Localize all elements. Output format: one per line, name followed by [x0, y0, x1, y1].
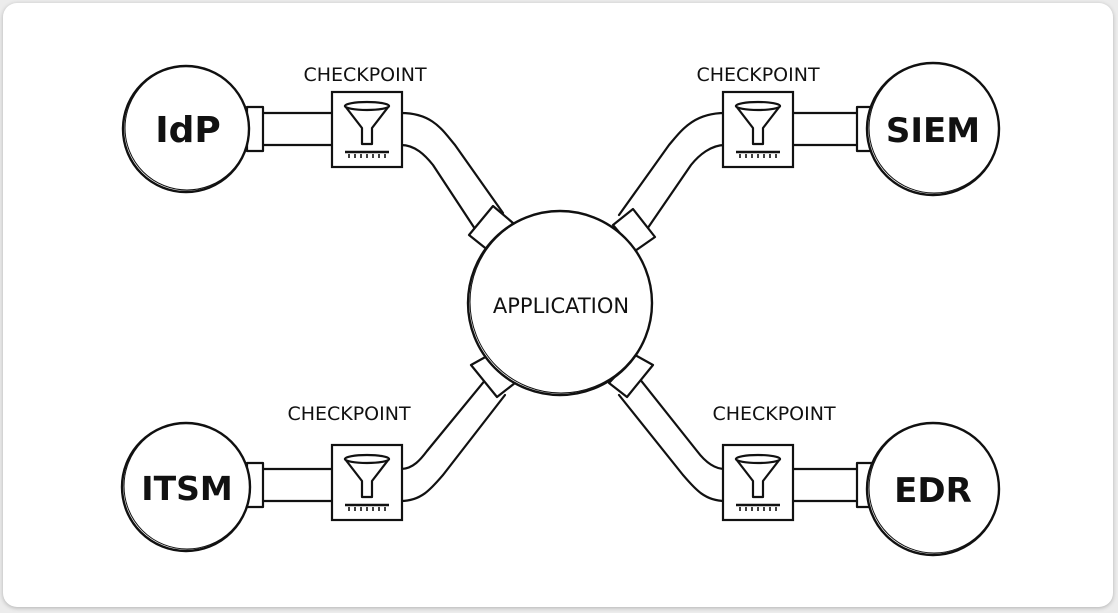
node-itsm: ITSM [120, 421, 252, 553]
architecture-diagram: IdP SIEM ITSM EDR APPLICATION CHECKPOINT… [120, 61, 1001, 557]
checkpoint-siem: CHECKPOINT [696, 64, 820, 169]
node-siem: SIEM [865, 61, 1001, 197]
node-idp-label: IdP [155, 110, 221, 151]
checkpoint-label: CHECKPOINT [303, 64, 427, 86]
diagram-card: IdP SIEM ITSM EDR APPLICATION CHECKPOINT… [3, 3, 1113, 607]
checkpoint-label: CHECKPOINT [712, 403, 836, 425]
checkpoint-label: CHECKPOINT [287, 403, 411, 425]
application-label: APPLICATION [493, 294, 629, 318]
application-hub: APPLICATION [466, 209, 654, 397]
node-siem-label: SIEM [886, 111, 980, 151]
pipe-itsm [245, 353, 517, 509]
node-idp: IdP [121, 64, 251, 194]
checkpoint-itsm: CHECKPOINT [287, 403, 411, 522]
checkpoint-label: CHECKPOINT [696, 64, 820, 86]
node-edr-label: EDR [894, 471, 972, 511]
checkpoint-idp: CHECKPOINT [303, 64, 427, 169]
node-itsm-label: ITSM [141, 469, 232, 508]
checkpoint-edr: CHECKPOINT [712, 403, 836, 522]
node-edr: EDR [865, 421, 1001, 557]
